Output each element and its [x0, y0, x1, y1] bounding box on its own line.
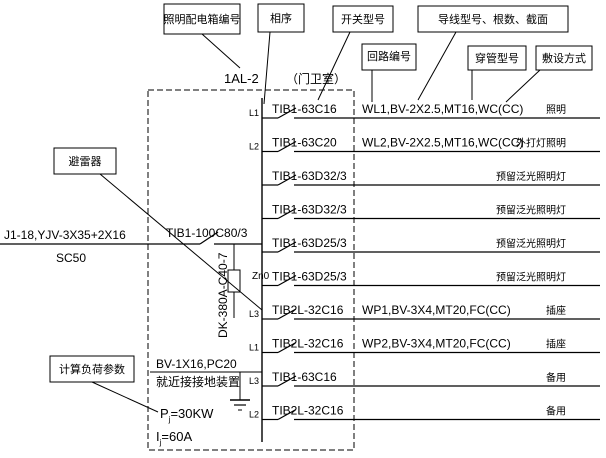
breaker-label: TIB2L-32C16 — [272, 404, 344, 418]
callout-panel-code-text: 照明配电箱编号 — [164, 12, 241, 26]
callout-laying-method: 敷设方式 — [505, 45, 593, 103]
load-current: Ij=60A — [156, 429, 192, 447]
leader-line — [417, 31, 457, 101]
callout-load-params: 计算负荷参数 — [49, 355, 159, 413]
leader-line — [505, 69, 541, 103]
surge-arrester: Zn0 DK-380A-C40-7 — [216, 244, 270, 338]
callout-conduit-model-text: 穿管型号 — [475, 51, 519, 65]
load-values: Pj=30KW Ij=60A — [156, 406, 214, 447]
breaker-label: TIB1-63D32/3 — [272, 203, 347, 217]
main-breaker-label: TIB1-100C80/3 — [166, 226, 248, 240]
circuit-row: TIB1-63D25/3 预留泛光照明灯 — [262, 236, 600, 253]
breaker-label: TIB1-63D32/3 — [272, 169, 347, 183]
circuit-row: L2 TIB2L-32C16 备用 — [249, 404, 600, 421]
wiring-label: WL2,BV-2X2.5,MT16,WC(CC) — [362, 136, 523, 150]
breaker-contact — [277, 174, 297, 186]
callout-switch-model-text: 开关型号 — [341, 12, 385, 26]
breaker-contact — [277, 274, 297, 287]
circuit-row: TIB1-63D25/3 预留泛光照明灯 — [262, 270, 600, 287]
callout-phase-text: 相序 — [270, 11, 292, 25]
incoming-conduit-label: SC50 — [56, 251, 86, 265]
breaker-contact — [277, 107, 297, 119]
callout-laying-method-text: 敷设方式 — [542, 51, 586, 65]
callout-wire-spec: 导线型号、根数、截面 — [417, 5, 569, 101]
incoming-feeder: J1-18,YJV-3X35+2X16 SC50 TIB1-100C80/3 — [0, 226, 262, 265]
breaker-label: TIB1-63C16 — [272, 370, 337, 384]
purpose-label: 预留泛光照明灯 — [496, 271, 566, 284]
circuit-row: L3 TIB2L-32C16 WP1,BV-3X4,MT20,FC(CC) 插座 — [249, 303, 600, 320]
purpose-label: 备用 — [546, 371, 566, 384]
ground-note-label: 就近接接地装置 — [156, 374, 240, 389]
panel-id: 1AL-2 — [224, 71, 259, 86]
phase-label: L1 — [249, 343, 259, 353]
leader-line — [99, 173, 263, 311]
breaker-contact — [277, 408, 297, 421]
breaker-contact — [277, 308, 297, 320]
breaker-label: TIB1-63D25/3 — [272, 270, 347, 284]
callout-circuit-code: 回路编号 — [361, 43, 417, 102]
phase-label: L3 — [249, 376, 259, 386]
purpose-label: 预留泛光照明灯 — [496, 237, 566, 250]
callout-phase: 相序 — [257, 3, 305, 105]
grounding: BV-1X16,PC20 就近接接地装置 — [150, 357, 262, 411]
callout-switch-model: 开关型号 — [317, 5, 394, 101]
leader-line — [263, 31, 271, 105]
purpose-label: 插座 — [546, 338, 566, 351]
incoming-cable-label: J1-18,YJV-3X35+2X16 — [4, 228, 126, 242]
circuit-row: L3 TIB1-63C16 备用 — [249, 370, 600, 387]
circuit-row: L1 TIB2L-32C16 WP2,BV-3X4,MT20,FC(CC) 插座 — [249, 337, 600, 354]
breaker-contact — [277, 140, 297, 153]
breaker-label: TIB2L-32C16 — [272, 303, 344, 317]
leader-line — [317, 31, 351, 101]
purpose-label: 预留泛光照明灯 — [496, 204, 566, 217]
callout-arrester-text: 避雷器 — [69, 154, 102, 168]
phase-label: L1 — [249, 108, 259, 118]
breaker-contact — [277, 207, 297, 220]
callout-load-params-text: 计算负荷参数 — [59, 362, 125, 376]
breaker-label: TIB2L-32C16 — [272, 337, 344, 351]
callout-wire-spec-text: 导线型号、根数、截面 — [438, 12, 548, 26]
purpose-label: 外打灯照明 — [516, 137, 566, 150]
breaker-contact — [277, 375, 297, 387]
ground-wire-label: BV-1X16,PC20 — [156, 357, 237, 371]
load-power: Pj=30KW — [160, 406, 214, 424]
phase-label: L2 — [249, 142, 259, 152]
breaker-contact — [277, 241, 297, 253]
breaker-label: TIB1-63D25/3 — [272, 236, 347, 250]
panel-enclosure — [147, 89, 355, 451]
arrester-model-label: DK-380A-C40-7 — [216, 252, 230, 338]
breaker-contact — [277, 341, 297, 354]
callout-conduit-model: 穿管型号 — [467, 45, 527, 100]
main-breaker-contact — [199, 231, 219, 245]
wiring-label: WL1,BV-2X2.5,MT16,WC(CC) — [362, 102, 523, 116]
callout-arrester: 避雷器 — [53, 147, 263, 311]
circuit-row: L1 TIB1-63C16 WL1,BV-2X2.5,MT16,WC(CC) 照明 — [249, 102, 600, 119]
callout-circuit-code-text: 回路编号 — [367, 49, 411, 63]
purpose-label: 预留泛光照明灯 — [496, 170, 566, 183]
phase-label: L2 — [249, 410, 259, 420]
wiring-label: WP1,BV-3X4,MT20,FC(CC) — [362, 303, 511, 317]
purpose-label: 照明 — [546, 104, 566, 116]
leader-line — [91, 381, 159, 413]
panel-location: （门卫室） — [286, 71, 346, 86]
arrester-terminal-label: Zn0 — [252, 271, 270, 282]
callout-panel-code: 照明配电箱编号 — [163, 3, 241, 69]
purpose-label: 插座 — [546, 304, 566, 317]
breaker-label: TIB1-63C16 — [272, 102, 337, 116]
circuit-row: TIB1-63D32/3 预留泛光照明灯 — [262, 203, 600, 220]
circuit-row: TIB1-63D32/3 预留泛光照明灯 — [262, 169, 600, 186]
circuit-row: L2 TIB1-63C20 WL2,BV-2X2.5,MT16,WC(CC)外打灯照… — [249, 136, 600, 153]
leader-line — [201, 33, 241, 69]
breaker-label: TIB1-63C20 — [272, 136, 337, 150]
purpose-label: 备用 — [546, 405, 566, 418]
phase-label: L3 — [249, 309, 259, 319]
wiring-label: WP2,BV-3X4,MT20,FC(CC) — [362, 337, 511, 351]
